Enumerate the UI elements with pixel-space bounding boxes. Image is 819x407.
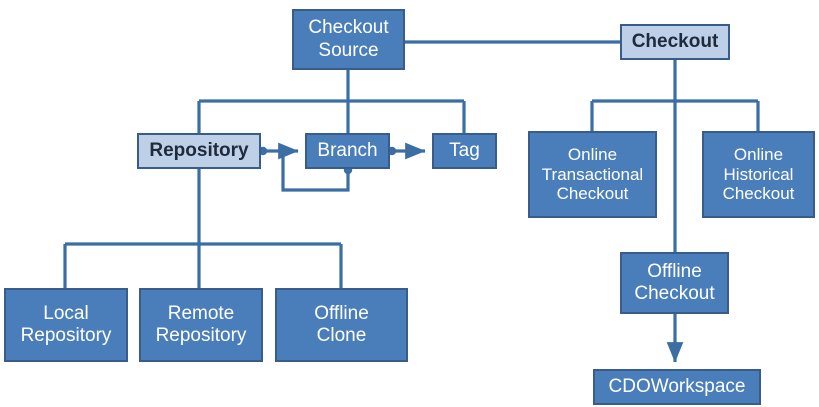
node-cdoworkspace[interactable]: CDOWorkspace [593, 369, 761, 405]
node-offline-clone[interactable]: Offline Clone [275, 288, 408, 362]
edge-branch-self-loop [281, 151, 350, 192]
node-checkout[interactable]: Checkout [620, 24, 730, 60]
node-offline-checkout[interactable]: Offline Checkout [620, 252, 729, 314]
node-tag[interactable]: Tag [432, 133, 497, 169]
node-checkout-source[interactable]: Checkout Source [292, 9, 405, 70]
node-branch[interactable]: Branch [305, 133, 390, 169]
node-remote-repository[interactable]: Remote Repository [139, 288, 263, 362]
node-online-historical-checkout[interactable]: Online Historical Checkout [702, 131, 815, 218]
node-online-transactional-checkout[interactable]: Online Transactional Checkout [528, 131, 657, 218]
node-local-repository[interactable]: Local Repository [4, 288, 128, 362]
node-repository[interactable]: Repository [137, 133, 261, 169]
